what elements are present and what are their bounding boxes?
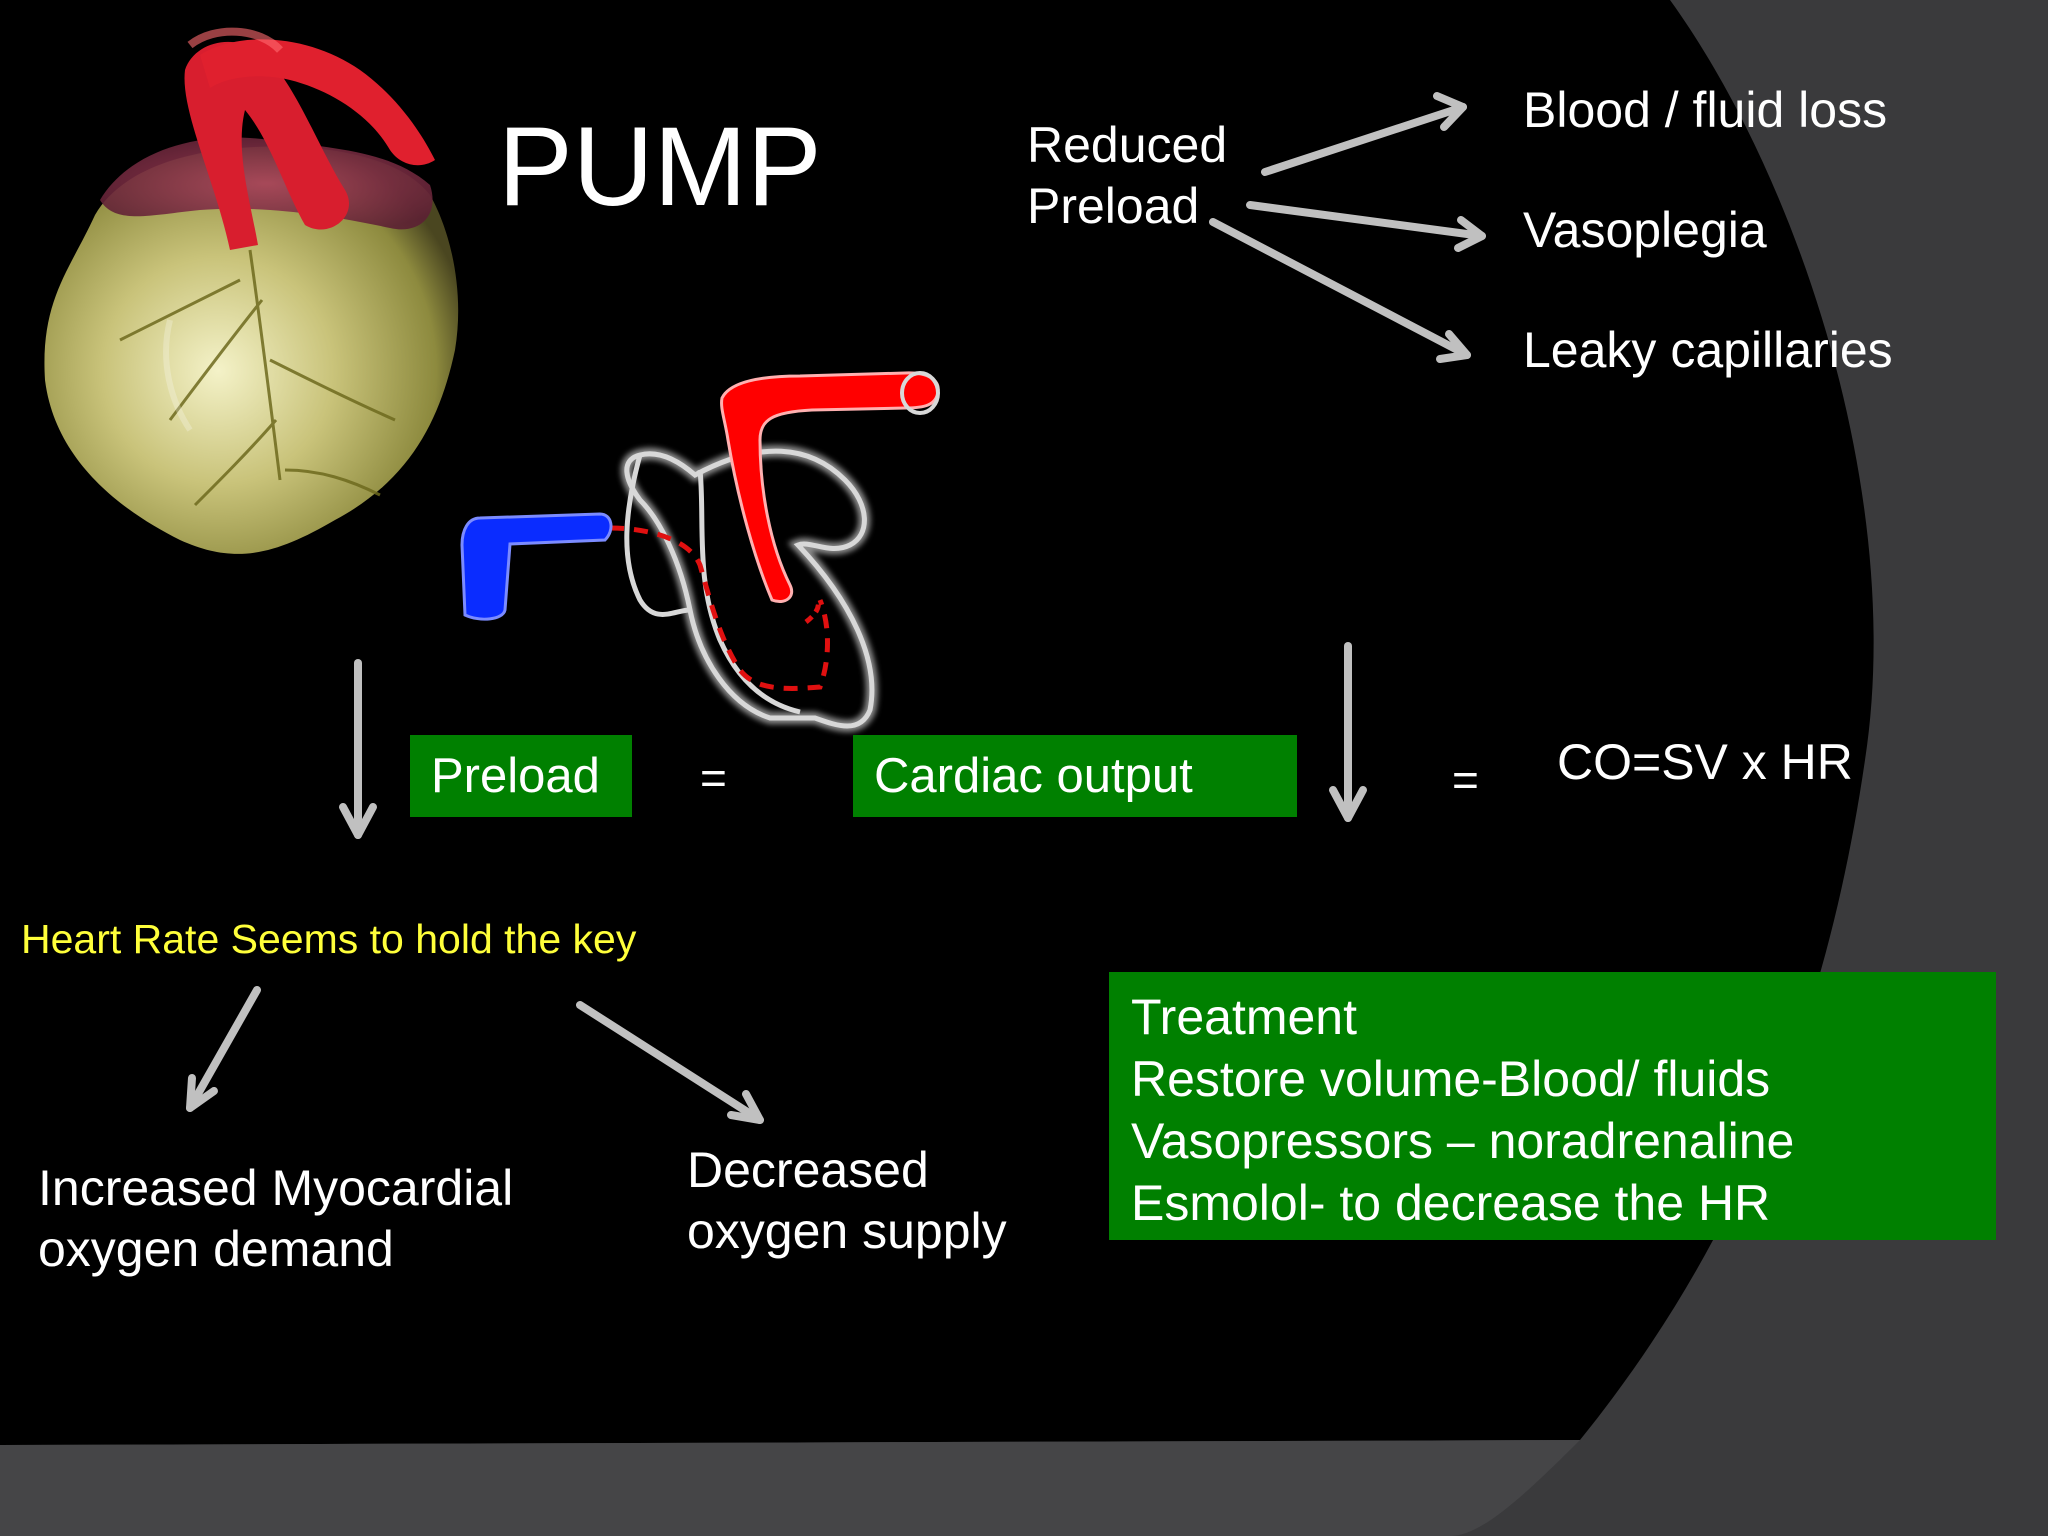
reduced-preload-line2: Preload: [1027, 178, 1200, 234]
heart-photo-icon: [44, 27, 459, 554]
treatment-heading: Treatment: [1131, 989, 1358, 1045]
arrow-head-leaky-capillaries: [1436, 330, 1471, 363]
heart-rate-note: Heart Rate Seems to hold the key: [21, 916, 637, 962]
cause-blood-fluid-loss: Blood / fluid loss: [1523, 82, 1888, 138]
down-arrows: [339, 642, 1367, 839]
treatment-box: Treatment Restore volume-Blood/ fluids V…: [1109, 972, 1996, 1240]
increased-oxygen-demand: Increased Myocardial oxygen demand: [38, 1158, 513, 1280]
equals-sign-1: =: [700, 752, 727, 804]
slide-title: PUMP: [498, 104, 822, 229]
equals-sign-2: =: [1452, 754, 1479, 806]
arrow-to-leaky-capillaries: [1209, 218, 1471, 359]
arrow-to-increased-demand: [186, 986, 261, 1112]
decreased-line2: oxygen supply: [687, 1203, 1007, 1259]
arrow-to-decreased-supply: [576, 1001, 764, 1124]
arrow-head-vasoplegia: [1454, 216, 1486, 252]
decreased-oxygen-supply: Decreased oxygen supply: [687, 1140, 1007, 1262]
cause-vasoplegia: Vasoplegia: [1523, 202, 1767, 258]
arrow-head-decreased-supply: [727, 1090, 764, 1124]
cause-leaky-capillaries: Leaky capillaries: [1523, 322, 1893, 378]
arrow-head-down-left: [339, 803, 377, 839]
reduced-preload-label: Reduced Preload: [1027, 115, 1227, 237]
preload-box: Preload: [410, 735, 632, 817]
arrow-head-increased-demand: [186, 1074, 218, 1112]
arrow-to-vasoplegia: [1246, 201, 1486, 240]
reduced-preload-line1: Reduced: [1027, 117, 1228, 173]
increased-line2: oxygen demand: [38, 1221, 394, 1277]
arrow-head-down-right: [1329, 786, 1367, 822]
treatment-item: Vasopressors – noradrenaline: [1131, 1113, 1795, 1169]
consequence-arrows: [186, 986, 764, 1124]
treatment-item: Esmolol- to decrease the HR: [1131, 1175, 1771, 1231]
background-bottom-band: [0, 1440, 1580, 1536]
cardiac-output-box: Cardiac output: [853, 735, 1297, 817]
cardiac-output-formula: CO=SV x HR: [1557, 734, 1853, 790]
cause-arrows: [1209, 92, 1486, 363]
heart-schematic-icon: [460, 371, 940, 732]
arrow-head-blood-loss: [1433, 92, 1467, 131]
increased-line1: Increased Myocardial: [38, 1160, 514, 1216]
arrow-to-blood-loss: [1261, 103, 1467, 176]
decreased-line1: Decreased: [687, 1142, 929, 1198]
treatment-item: Restore volume-Blood/ fluids: [1131, 1051, 1771, 1107]
